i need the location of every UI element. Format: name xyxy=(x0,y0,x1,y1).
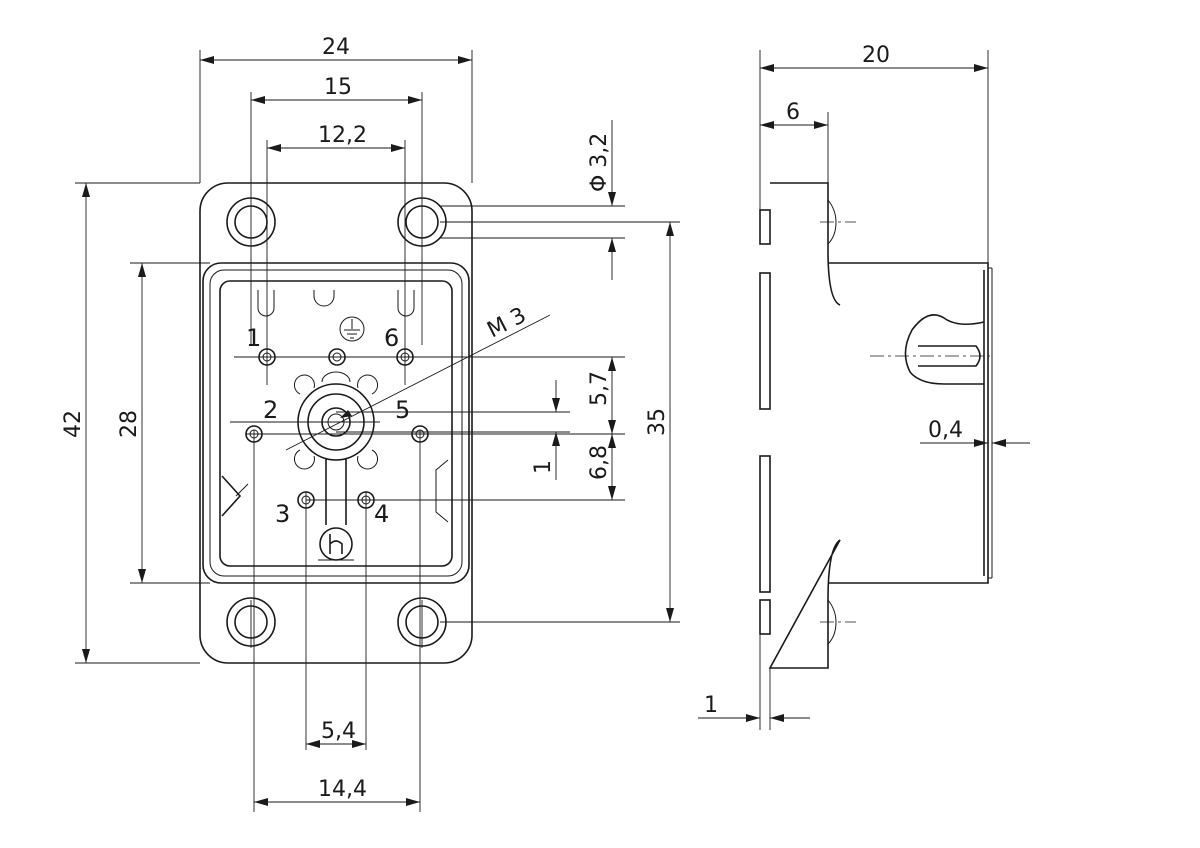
dim-15-label: 15 xyxy=(324,75,352,100)
inner-frame-mid xyxy=(209,269,463,577)
dim-28: 28 xyxy=(117,263,146,583)
dim-6-side: 6 xyxy=(760,100,828,129)
dim-15: 15 xyxy=(251,75,422,104)
center-insert xyxy=(293,371,379,525)
dim-6-8: 6,8 xyxy=(587,434,616,500)
side-body xyxy=(828,262,989,584)
dim-1-front: 1 xyxy=(531,380,560,480)
outer-flange xyxy=(199,182,473,664)
dim-0-4: 0,4 xyxy=(920,418,1030,447)
dim-6-8-label: 6,8 xyxy=(587,445,612,480)
dim-20: 20 xyxy=(760,43,988,72)
dim-42: 42 xyxy=(61,183,90,663)
pin-2: 2 xyxy=(245,396,278,443)
front-view: 1 6 2 5 3 4 xyxy=(75,50,680,812)
pin-label-3: 3 xyxy=(275,500,290,528)
dim-14-4: 14,4 xyxy=(254,777,420,806)
inner-frame-inner xyxy=(219,280,453,567)
coding-mark-right xyxy=(435,459,449,523)
side-latch xyxy=(904,314,985,385)
dim-42-label: 42 xyxy=(61,410,86,438)
dim-5-4: 5,4 xyxy=(306,719,366,748)
dim-phi-3-2: Φ 3,2 xyxy=(587,120,616,280)
dim-14-4-label: 14,4 xyxy=(318,777,367,802)
slot-left xyxy=(257,290,275,317)
slot-right xyxy=(397,290,415,317)
ground-icon xyxy=(339,316,365,342)
pin-6: 6 xyxy=(384,324,414,366)
dim-24-label: 24 xyxy=(322,35,350,60)
dim-0-4-label: 0,4 xyxy=(928,418,963,443)
side-flange xyxy=(768,182,841,669)
pin-label-2: 2 xyxy=(263,396,278,424)
dim-12-2: 12,2 xyxy=(267,123,405,152)
dim-35-label: 35 xyxy=(645,408,670,436)
pin-label-6: 6 xyxy=(384,324,399,352)
pin-label-5: 5 xyxy=(395,396,410,424)
pin-4: 4 xyxy=(357,491,389,528)
pin-3: 3 xyxy=(275,491,315,528)
pin-1: 1 xyxy=(246,324,276,366)
coding-mark-left xyxy=(221,475,242,517)
dim-24: 24 xyxy=(200,35,472,64)
pin-5: 5 xyxy=(395,396,429,443)
inner-frame-outer xyxy=(202,262,470,584)
pin-label-4: 4 xyxy=(374,500,389,528)
dim-5-7: 5,7 xyxy=(587,357,616,434)
side-view xyxy=(759,182,993,669)
dim-5-4-label: 5,4 xyxy=(321,719,356,744)
dim-35: 35 xyxy=(645,222,674,622)
latch-icon xyxy=(318,527,354,561)
dim-5-7-label: 5,7 xyxy=(587,371,612,406)
slot-center xyxy=(313,290,335,307)
dim-20-label: 20 xyxy=(862,43,890,68)
dim-28-label: 28 xyxy=(117,410,142,438)
dim-1-front-label: 1 xyxy=(531,460,556,474)
dim-1-side-label: 1 xyxy=(704,693,718,718)
dim-12-2-label: 12,2 xyxy=(318,123,367,148)
pin-label-1: 1 xyxy=(246,324,261,352)
dim-1-side: 1 xyxy=(698,693,810,722)
dim-phi-label: Φ 3,2 xyxy=(587,133,612,192)
dim-6-side-label: 6 xyxy=(786,100,800,125)
